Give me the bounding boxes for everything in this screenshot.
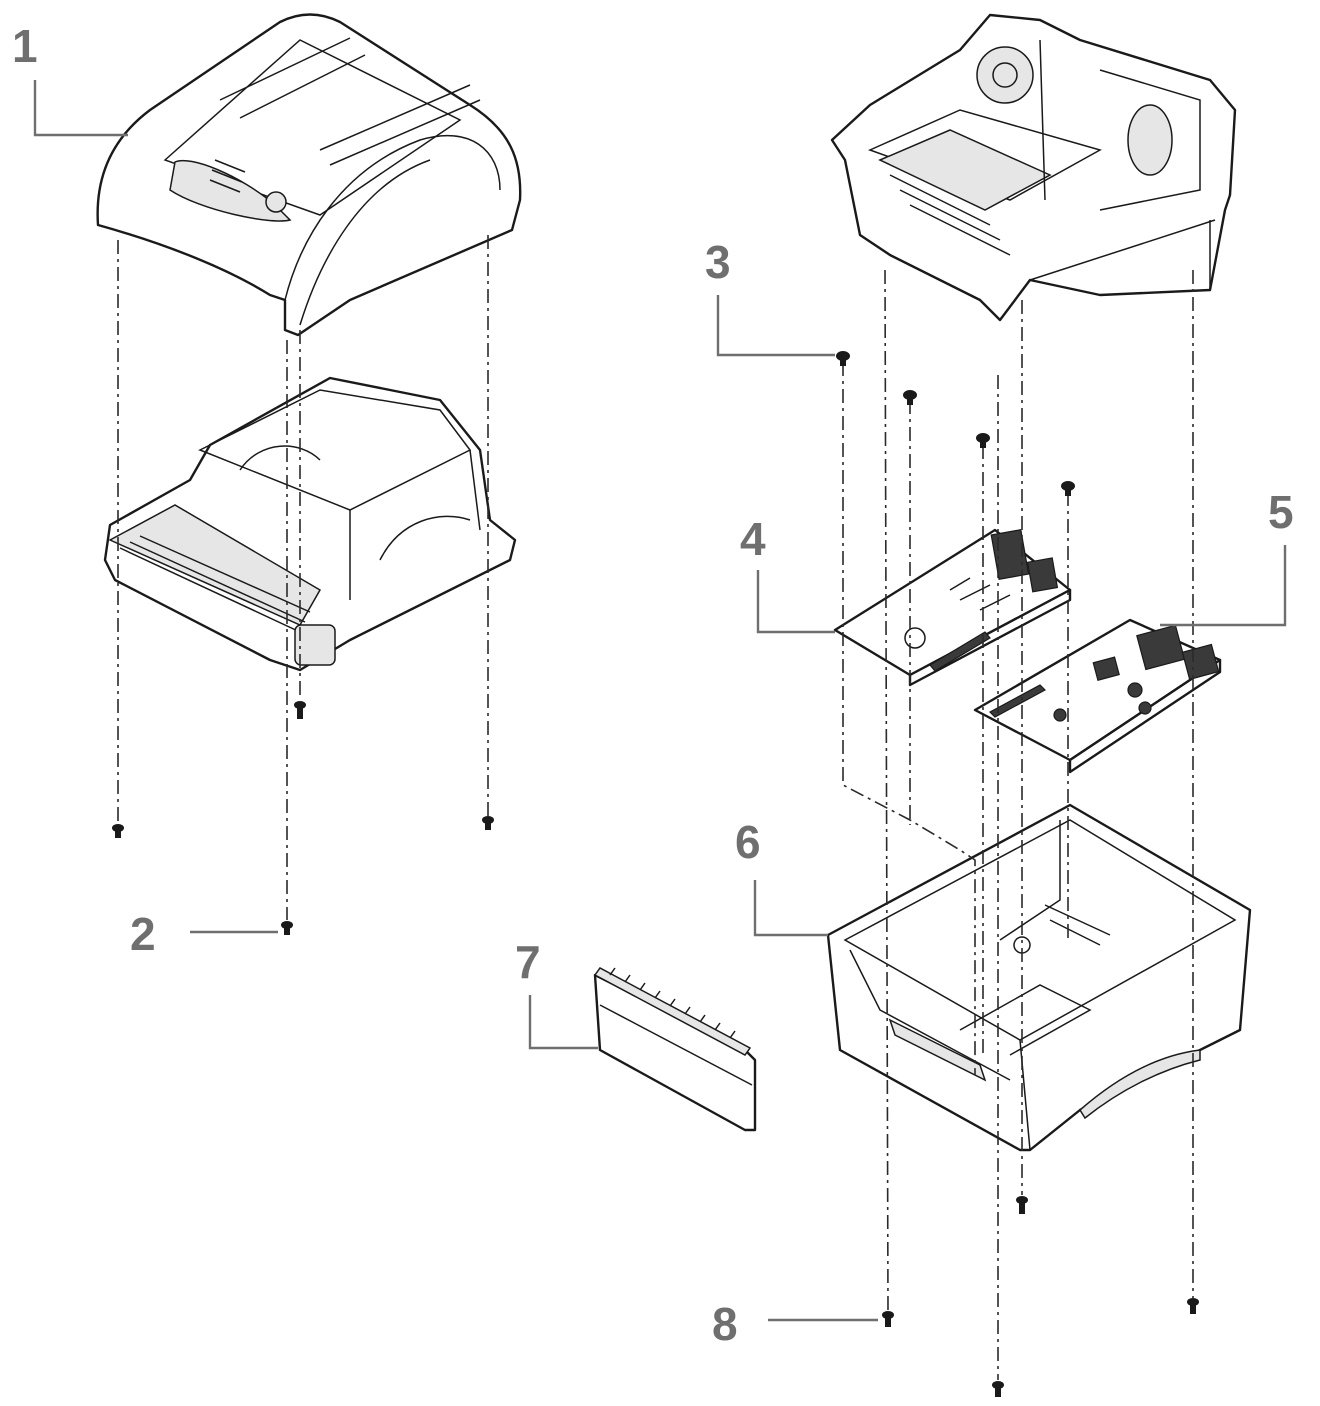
screw-icon [112,824,124,838]
screw-icon [903,390,917,405]
printer-frame [830,13,1237,322]
screw-icon [1061,481,1075,496]
callout-6: 6 [735,816,761,868]
callout-5: 5 [1268,486,1294,538]
callouts: 1 2 3 4 5 6 7 8 [12,20,1294,1350]
screw-icon [281,921,293,935]
screw-icon [1187,1298,1199,1314]
base-frame [103,376,517,672]
paper-roll-holder-icon [976,46,1034,104]
bottom-case [826,803,1252,1152]
top-cover [96,13,522,337]
callout-7: 7 [515,936,541,988]
screw-icon [976,433,990,448]
screws [112,351,1199,1397]
screw-icon [1016,1196,1028,1214]
control-board [833,528,1072,687]
assembly-lines [117,235,1194,1380]
side-panel [593,967,757,1132]
power-button-icon [265,191,287,213]
screw-icon [482,816,494,830]
screw-icon [294,701,306,719]
callout-2: 2 [130,908,156,960]
callout-8: 8 [712,1298,738,1350]
callout-4: 4 [740,513,766,565]
screw-icon [992,1381,1004,1397]
callout-1: 1 [12,20,38,72]
leader-lines [33,80,1287,1322]
screw-icon [836,351,850,366]
screw-icon [882,1311,894,1327]
interface-board [973,618,1222,774]
callout-3: 3 [705,236,731,288]
